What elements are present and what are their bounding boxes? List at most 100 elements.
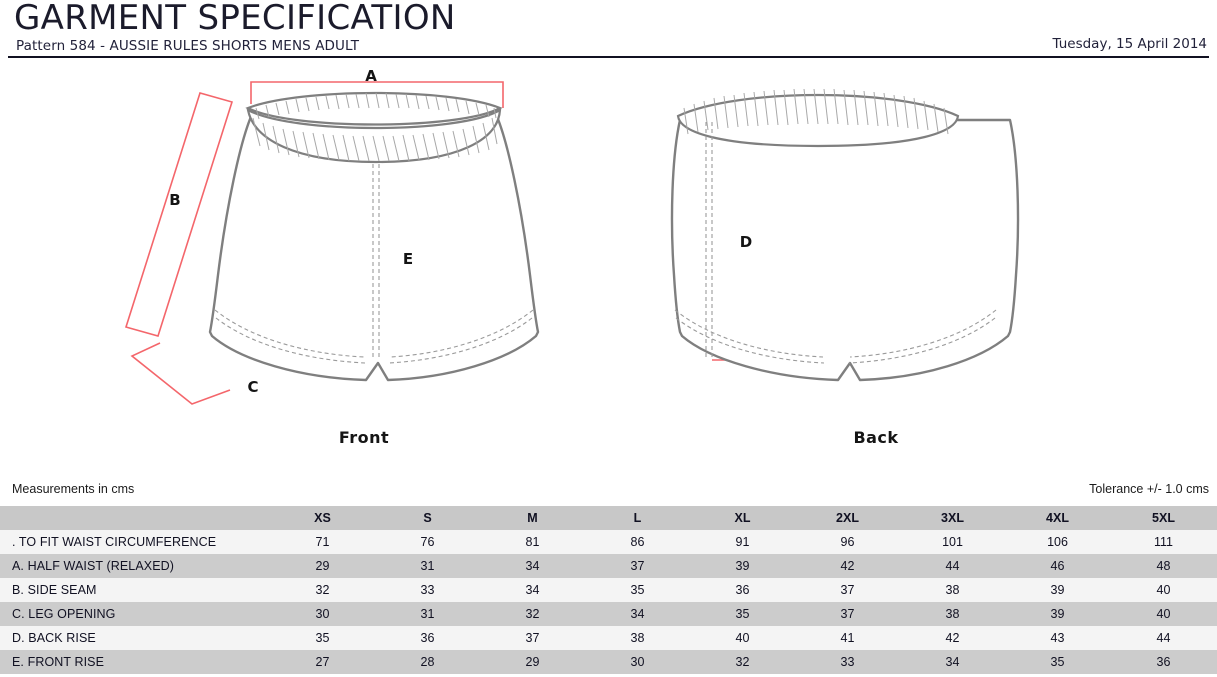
technical-drawings: A B C E Front — [0, 60, 1217, 472]
measure-line-a — [250, 81, 504, 108]
hem-topstitch-left — [214, 309, 366, 364]
callout-label-e: E — [403, 250, 413, 268]
measurement-value-xs: 27 — [270, 650, 375, 674]
measurement-value-3xl: 38 — [900, 602, 1005, 626]
measurement-value-l: 38 — [585, 626, 690, 650]
measurement-value-m: 34 — [480, 578, 585, 602]
waistband-elastic-upper — [255, 92, 497, 120]
column-header-l: L — [585, 506, 690, 530]
measurement-value-4xl: 43 — [1005, 626, 1110, 650]
measurement-value-l: 86 — [585, 530, 690, 554]
measurement-value-xl: 40 — [690, 626, 795, 650]
measurement-value-s: 36 — [375, 626, 480, 650]
table-header-row: XS S M L XL 2XL 3XL 4XL 5XL — [0, 506, 1217, 530]
front-view-caption: Front — [338, 428, 390, 447]
waistband-elastic-lower — [252, 117, 498, 162]
measurement-value-xs: 35 — [270, 626, 375, 650]
column-header-2xl: 2XL — [795, 506, 900, 530]
measurement-value-l: 37 — [585, 554, 690, 578]
measurement-value-5xl: 40 — [1110, 602, 1217, 626]
measurement-value-3xl: 42 — [900, 626, 1005, 650]
measurement-label: B. SIDE SEAM — [0, 578, 270, 602]
table-notes: Measurements in cms Tolerance +/- 1.0 cm… — [0, 482, 1217, 504]
hem-topstitch-back-right — [848, 309, 997, 364]
measurement-value-s: 28 — [375, 650, 480, 674]
measurement-value-5xl: 48 — [1110, 554, 1217, 578]
back-shorts-drawing: D — [670, 88, 1020, 382]
measurement-value-5xl: 36 — [1110, 650, 1217, 674]
callout-label-a: A — [365, 67, 377, 85]
measurement-value-3xl: 101 — [900, 530, 1005, 554]
hem-topstitch-back-left — [674, 309, 825, 364]
column-header-3xl: 3XL — [900, 506, 1005, 530]
measurement-value-s: 33 — [375, 578, 480, 602]
hem-topstitch-right — [388, 309, 534, 364]
measurement-value-4xl: 39 — [1005, 602, 1110, 626]
measure-line-b — [124, 92, 234, 337]
callout-label-c: C — [247, 378, 258, 396]
measurement-label: A. HALF WAIST (RELAXED) — [0, 554, 270, 578]
measurement-value-m: 34 — [480, 554, 585, 578]
measurement-label: C. LEG OPENING — [0, 602, 270, 626]
measurement-value-2xl: 42 — [795, 554, 900, 578]
measurement-value-xl: 35 — [690, 602, 795, 626]
front-shorts-drawing: A B C E — [124, 67, 540, 405]
center-front-seam — [372, 164, 380, 360]
measurement-value-m: 81 — [480, 530, 585, 554]
measurement-value-xs: 71 — [270, 530, 375, 554]
page-title: GARMENT SPECIFICATION — [14, 0, 456, 38]
waistband-elastic-back — [683, 88, 949, 135]
measurement-label: E. FRONT RISE — [0, 650, 270, 674]
measurement-value-l: 35 — [585, 578, 690, 602]
document-date: Tuesday, 15 April 2014 — [1052, 36, 1207, 52]
shorts-body-outline-back — [670, 118, 1020, 382]
measurement-value-xs: 32 — [270, 578, 375, 602]
measurement-value-xs: 29 — [270, 554, 375, 578]
column-header-s: S — [375, 506, 480, 530]
measurement-value-2xl: 33 — [795, 650, 900, 674]
column-header-4xl: 4XL — [1005, 506, 1110, 530]
measure-line-c — [130, 342, 231, 405]
measurement-value-m: 29 — [480, 650, 585, 674]
shorts-body-outline — [208, 110, 540, 382]
column-header-m: M — [480, 506, 585, 530]
document-header: GARMENT SPECIFICATION Pattern 584 - AUSS… — [0, 0, 1217, 58]
front-view-figure: A B C E Front — [120, 60, 600, 472]
measurement-label: . TO FIT WAIST CIRCUMFERENCE — [0, 530, 270, 554]
measurement-value-3xl: 38 — [900, 578, 1005, 602]
measurement-value-5xl: 44 — [1110, 626, 1217, 650]
measurement-value-2xl: 37 — [795, 602, 900, 626]
measurement-value-4xl: 39 — [1005, 578, 1110, 602]
header-divider — [8, 56, 1209, 58]
pattern-subtitle: Pattern 584 - AUSSIE RULES SHORTS MENS A… — [16, 38, 360, 54]
measurement-value-xl: 91 — [690, 530, 795, 554]
column-header-xl: XL — [690, 506, 795, 530]
measurement-value-2xl: 37 — [795, 578, 900, 602]
measurement-value-l: 34 — [585, 602, 690, 626]
measurement-value-xl: 36 — [690, 578, 795, 602]
measurement-value-s: 31 — [375, 554, 480, 578]
measurement-value-xl: 32 — [690, 650, 795, 674]
measurement-value-5xl: 111 — [1110, 530, 1217, 554]
measurement-value-5xl: 40 — [1110, 578, 1217, 602]
callout-label-b: B — [169, 191, 180, 209]
measurement-value-xl: 39 — [690, 554, 795, 578]
measurement-value-2xl: 41 — [795, 626, 900, 650]
measurement-value-2xl: 96 — [795, 530, 900, 554]
measurement-value-m: 32 — [480, 602, 585, 626]
size-chart-table: XS S M L XL 2XL 3XL 4XL 5XL . TO FIT WAI… — [0, 506, 1217, 674]
measurement-label: D. BACK RISE — [0, 626, 270, 650]
measurement-units-note: Measurements in cms — [12, 482, 135, 496]
column-header-xs: XS — [270, 506, 375, 530]
back-view-caption: Back — [853, 428, 899, 447]
back-view-figure: D Back — [618, 60, 1098, 472]
measurement-value-s: 31 — [375, 602, 480, 626]
column-header-measure — [0, 506, 270, 530]
measurement-value-4xl: 35 — [1005, 650, 1110, 674]
tolerance-note: Tolerance +/- 1.0 cms — [1089, 482, 1209, 496]
